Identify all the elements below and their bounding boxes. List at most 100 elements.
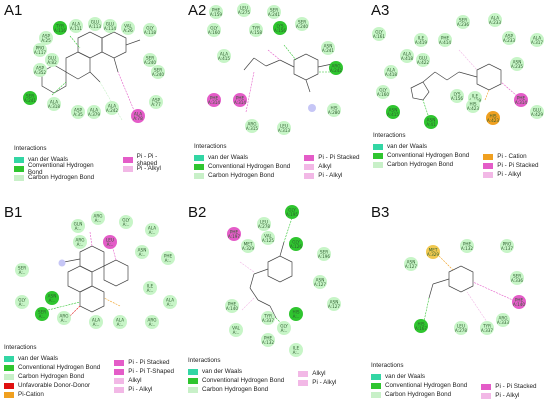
residue-node xyxy=(438,33,452,47)
residue-label: LEU xyxy=(457,324,465,329)
residue-node xyxy=(121,21,135,35)
residue-label: VAL xyxy=(232,326,240,331)
residue-label: A:275 xyxy=(238,10,251,15)
residue-node xyxy=(237,3,251,17)
residue-node xyxy=(88,17,102,31)
residue-node xyxy=(372,27,386,41)
residue-node xyxy=(131,109,145,123)
residue-node xyxy=(91,211,105,225)
residue-node xyxy=(295,17,309,31)
residue-label: A:422 xyxy=(417,60,430,65)
residue-node xyxy=(45,53,59,67)
residue-label: LEU xyxy=(280,124,288,129)
residue-label: A:197 xyxy=(228,234,241,239)
residue-label: A:132 xyxy=(262,340,275,345)
legend-item: Pi - Pi Stacked xyxy=(481,382,537,391)
residue-node xyxy=(143,53,157,67)
residue-node xyxy=(277,121,291,135)
residue-label: GLY xyxy=(375,30,383,35)
residue-label: A:241 xyxy=(322,48,335,53)
residue-label: A:278 xyxy=(258,224,271,229)
residue-label: A:26 xyxy=(123,28,133,33)
residue-label: PHE xyxy=(228,302,237,307)
legend-item: Carbon Hydrogen Bond xyxy=(188,385,284,394)
b1-diagram: ARGA:..GLYA:..GLNA:..ALAA:..ARGA:..LEUA:… xyxy=(15,211,177,329)
residue-label: PHE xyxy=(212,8,221,13)
residue-label: A:158 xyxy=(250,30,263,35)
legend-swatch xyxy=(122,165,133,172)
residue-label: A:.. xyxy=(293,350,300,355)
legend-swatch xyxy=(373,152,383,159)
residue-label: A:429 xyxy=(531,112,544,117)
residue-label: PRO xyxy=(36,46,45,51)
residue-label: A:.. xyxy=(139,252,146,257)
residue-label: ALA xyxy=(533,36,541,41)
legend-item: Pi - Alkyl xyxy=(122,164,179,173)
residue-node xyxy=(480,321,494,335)
residue-label: A:423 xyxy=(467,106,480,111)
residue-label: GLU xyxy=(419,56,427,61)
legend-swatch xyxy=(14,165,24,172)
legend-swatch xyxy=(483,162,494,169)
legend-item: Pi - Cation xyxy=(483,152,538,161)
residue-node xyxy=(424,115,438,129)
legend-b2: Interactions van der Waals Conventional … xyxy=(188,357,366,394)
residue-node xyxy=(143,281,157,295)
residue-label: A:236 xyxy=(457,22,470,27)
legend-title: Interactions xyxy=(14,145,47,152)
residue-label: ALA xyxy=(148,226,156,231)
residue-node xyxy=(327,297,341,311)
legend-swatch xyxy=(114,359,125,366)
residue-label: ARG xyxy=(498,316,507,321)
legend-swatch xyxy=(188,368,198,375)
legend-swatch xyxy=(483,153,494,160)
legend-swatch xyxy=(371,373,381,380)
legend-item: Carbon Hydrogen Bond xyxy=(373,160,469,169)
legend-swatch xyxy=(114,368,125,375)
residue-label: A:337 xyxy=(481,328,494,333)
residue-label: GLN xyxy=(74,222,83,227)
residue-label: A:241 xyxy=(268,12,281,17)
residue-node xyxy=(143,23,157,37)
residue-label: A:126 xyxy=(290,244,303,249)
residue-label: TYR xyxy=(263,314,272,319)
residue-label: A:113 xyxy=(89,24,102,29)
residue-node xyxy=(273,21,287,35)
legend-swatch xyxy=(4,373,14,380)
residue-label: HIS xyxy=(330,106,337,111)
residue-label: GLY xyxy=(146,26,154,31)
residue-node xyxy=(456,15,470,29)
residue-node xyxy=(404,257,418,271)
residue-label: PHE xyxy=(236,96,245,101)
residue-label: A:161 xyxy=(373,34,386,39)
legend-swatch xyxy=(371,382,381,389)
residue-node xyxy=(510,57,524,71)
residue-label: ASN xyxy=(316,278,325,283)
residue-node xyxy=(329,61,343,75)
residue-label: ALA xyxy=(90,108,98,113)
residue-label: A:315 xyxy=(246,126,259,131)
residue-label: A:156 xyxy=(451,96,464,101)
legend-item: Pi - Pi Stacked xyxy=(483,161,539,170)
residue-label: A:.. xyxy=(117,322,124,327)
residue-label: ALA xyxy=(72,22,80,27)
residue-label: ARG xyxy=(59,314,68,319)
residue-node xyxy=(71,105,85,119)
legend-a1: Interactions van der Waals Conventional … xyxy=(14,145,179,182)
residue-label: ASN xyxy=(48,294,57,299)
residue-node xyxy=(207,23,221,37)
residue-label: A:35 xyxy=(73,112,83,117)
residue-label: LYS xyxy=(454,92,461,97)
residue-label: PHE xyxy=(210,96,219,101)
residue-node xyxy=(249,23,263,37)
legend-swatch xyxy=(4,364,14,371)
residue-node xyxy=(145,223,159,237)
legend-swatch xyxy=(114,386,125,393)
residue-label: A:418 xyxy=(385,72,398,77)
legend-item: van der Waals xyxy=(14,155,109,164)
legend-item: Pi-Cation xyxy=(4,390,100,399)
residue-label: PHE xyxy=(264,336,273,341)
residue-node xyxy=(426,245,440,259)
